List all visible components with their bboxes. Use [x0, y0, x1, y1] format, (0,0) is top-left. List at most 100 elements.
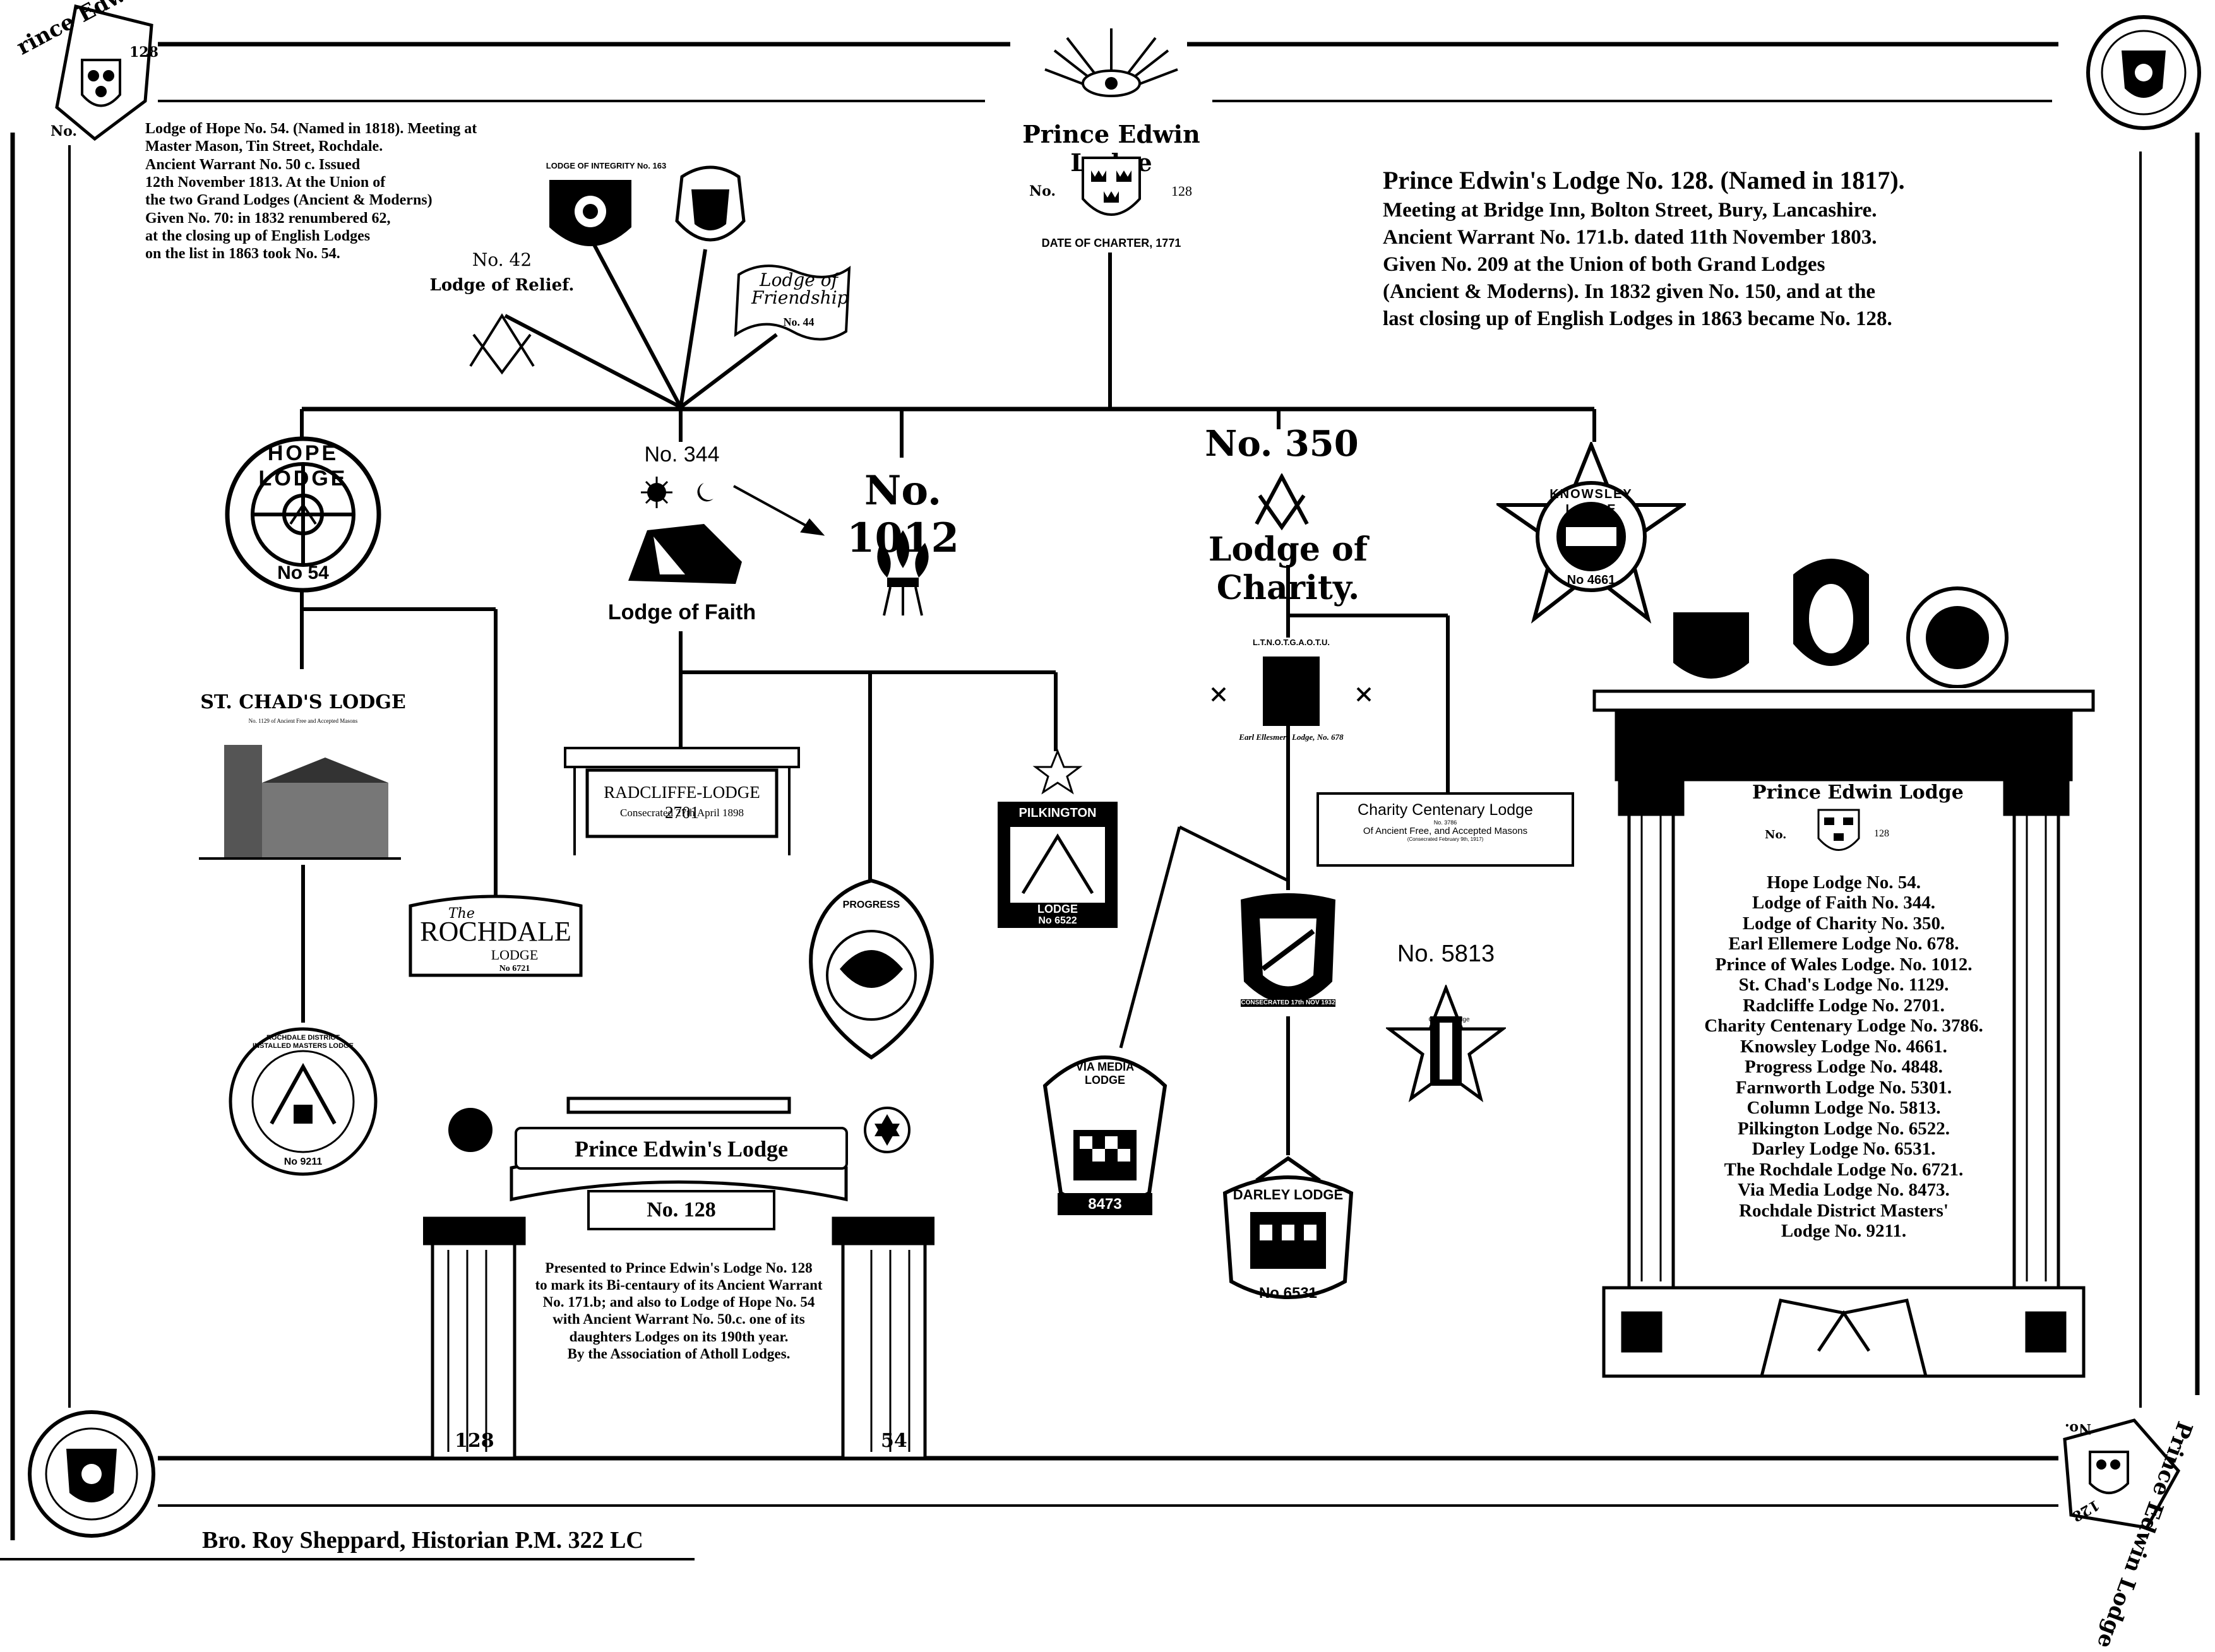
- plaque-right-column-number: 54: [881, 1430, 907, 1452]
- lodge-list-item: Lodge No. 9211.: [1781, 1220, 1907, 1241]
- district-masters-roundel-icon: [229, 1027, 378, 1176]
- radcliffe-name: RADCLIFFE-LODGE 2701: [604, 783, 760, 822]
- farnworth-consecrated: CONSECRATED 17th NOV 1932: [1241, 999, 1335, 1007]
- badge-icon: [675, 165, 746, 242]
- centenary-number: No. 3786: [1433, 819, 1457, 826]
- ellesmere-emblem-icon: [1211, 657, 1371, 726]
- rochdale-plaque-icon: [409, 894, 583, 977]
- corner-seal-no: No.: [2065, 1420, 2092, 1437]
- rdiml-text: ROCHDALE DISTRICT INSTALLED MASTERS LODG…: [253, 1034, 354, 1050]
- hope-lodge-emblem: HOPE LODGE No 54: [221, 436, 385, 593]
- lodge-list-item: Progress Lodge No. 4848.: [1745, 1057, 1943, 1078]
- centenary-consecrated: (Consecrated February 9th, 1917): [1407, 836, 1484, 842]
- integrity-shield-icon: [549, 180, 631, 246]
- prince-history-line: Given No. 209 at the Union of both Grand…: [1383, 253, 1825, 276]
- plaque-line: with Ancient Warrant No. 50.c. one of it…: [552, 1311, 805, 1328]
- prince-of-wales-emblem: No. 1012: [808, 467, 998, 625]
- prince-history-line: Prince Edwin's Lodge No. 128. (Named in …: [1383, 166, 1905, 194]
- star-badge-icon: [1493, 439, 1689, 624]
- right-panel-num: 128: [1874, 828, 1889, 839]
- st-chads-name: ST. CHAD'S LODGE: [200, 691, 406, 713]
- farnworth-shield-icon: [1241, 893, 1335, 1004]
- relief-number: No. 42: [472, 249, 532, 270]
- lodge-list-item: Prince of Wales Lodge. No. 1012.: [1715, 954, 1973, 975]
- friendship-number: No. 44: [783, 316, 815, 328]
- earl-ellesmere-lodge-emblem: L.T.N.O.T.G.A.O.T.U. Earl Ellesmere Lodg…: [1200, 638, 1383, 751]
- farnworth-lodge-emblem: CONSECRATED 17th NOV 1932: [1228, 887, 1348, 1026]
- sun-moon-altar-icon: [628, 477, 742, 584]
- lodge-list-item: Rochdale District Masters': [1739, 1200, 1949, 1221]
- rochdale-name: ROCHDALE: [420, 916, 571, 947]
- pilkington-name: PILKINGTON: [1018, 806, 1097, 820]
- corner-seal-bottom-right: Prince Edwin Lodge No. 128: [2052, 1401, 2215, 1652]
- plaque-line: daughters Lodges on its 190th year.: [569, 1328, 789, 1345]
- progress-name: PROGRESS: [842, 900, 900, 910]
- plaque-line: No. 171.b; and also to Lodge of Hope No.…: [542, 1294, 815, 1310]
- lodge-list-item: The Rochdale Lodge No. 6721.: [1724, 1159, 1964, 1180]
- top-emblem-no: No.: [1029, 183, 1056, 199]
- darley-badge-icon: [1222, 1156, 1354, 1299]
- top-emblem-charter: DATE OF CHARTER, 1771: [1041, 237, 1181, 249]
- lodge-tree-lines: [0, 42, 2200, 1560]
- integrity-label: LODGE OF INTEGRITY No. 163: [546, 161, 667, 170]
- centenary-name: Charity Centenary Lodge: [1358, 801, 1533, 819]
- lodge-of-integrity-emblem: LODGE OF INTEGRITY No. 163: [530, 161, 666, 262]
- lodge-list-item: Farnworth Lodge No. 5301.: [1735, 1077, 1952, 1098]
- lodge-list-item: Darley Lodge No. 6531.: [1752, 1139, 1936, 1160]
- corner-seal-top-right: [2084, 13, 2204, 133]
- three-crowns-shield-icon: [1817, 809, 1860, 851]
- knowsley-name: KNOWSLEY LODGE: [1549, 487, 1633, 516]
- grand-lodge-seal-icon: [28, 1410, 155, 1538]
- right-panel-title: Prince Edwin Lodge: [1752, 781, 1964, 804]
- column-number: No. 5813: [1397, 941, 1495, 967]
- rdiml-number: No 9211: [284, 1156, 323, 1167]
- friendship-emblem: Lodge of Friendship No. 44: [726, 256, 859, 350]
- square-compasses-icon: [469, 313, 535, 375]
- daughter-lodges-list: Hope Lodge No. 54. Lodge of Faith No. 34…: [1686, 872, 2002, 1241]
- right-panel-no: No.: [1765, 828, 1787, 841]
- column-star-icon: [1386, 985, 1506, 1103]
- corner-seal-num: 128: [129, 44, 158, 61]
- right-panel-frame: Prince Edwin Lodge No. 128 Hope Lodge No…: [1591, 688, 2096, 1389]
- seal-icon: [2063, 1418, 2181, 1530]
- lodge-list-item: Knowsley Lodge No. 4661.: [1740, 1036, 1947, 1057]
- progress-lodge-emblem: PROGRESS: [802, 874, 941, 1064]
- charity-name: Lodge of Charity.: [1208, 530, 1368, 607]
- hope-history-line: Lodge of Hope No. 54. (Named in 1818). M…: [145, 121, 477, 137]
- prince-edwin-history: Prince Edwin's Lodge No. 128. (Named in …: [1383, 164, 1905, 332]
- lodge-list-item: Lodge of Faith No. 344.: [1752, 893, 1935, 913]
- plaque-title-box: Prince Edwin's Lodge: [515, 1127, 848, 1170]
- grand-lodge-seal-icon: [2086, 15, 2201, 130]
- pilkington-number: No 6522: [1038, 915, 1077, 926]
- st-chads-lodge-emblem: ST. CHAD'S LODGE No. 1129 of Ancient Fre…: [189, 691, 417, 874]
- hope-lodge-history: Lodge of Hope No. 54. (Named in 1818). M…: [145, 120, 477, 263]
- pillars-arch-icon: [423, 1096, 934, 1458]
- corner-seal-no: No.: [51, 123, 78, 140]
- plaque-line: Presented to Prince Edwin's Lodge No. 12…: [545, 1260, 813, 1276]
- square-compasses-icon: [1255, 473, 1309, 530]
- plaque-line: By the Association of Atholl Lodges.: [567, 1345, 791, 1362]
- ellesmere-name: Earl Ellesmere Lodge, No. 678: [1239, 732, 1344, 742]
- rochdale-lodge-emblem: The ROCHDALE LODGE No 6721: [404, 881, 587, 982]
- lodge-list-item: Charity Centenary Lodge No. 3786.: [1704, 1016, 1983, 1037]
- via-media-name: VIA MEDIA LODGE: [1075, 1061, 1135, 1087]
- centenary-subtitle: Of Ancient Free, and Accepted Masons: [1363, 826, 1528, 836]
- temple-pillars-icon: [1592, 689, 2095, 1378]
- prince-history-line: (Ancient & Moderns). In 1832 given No. 1…: [1383, 280, 1876, 303]
- hope-history-line: on the list in 1863 took No. 54.: [145, 246, 340, 263]
- corner-seal-top-left: rince Edwin Lodge No. 128: [0, 0, 222, 145]
- presentation-plaque: Prince Edwin's Lodge No. 128 Presented t…: [423, 1073, 934, 1458]
- lodge-list-item: Radcliffe Lodge No. 2701.: [1743, 995, 1945, 1016]
- footer-credit: Bro. Roy Sheppard, Historian P.M. 322 LC: [202, 1527, 643, 1554]
- atholl-emblem: [669, 164, 751, 253]
- hope-history-line: Given No. 70: in 1832 renumbered 62,: [145, 210, 391, 227]
- prince-of-wales-feathers-icon: [877, 530, 929, 616]
- plaque-inscription: Presented to Prince Edwin's Lodge No. 12…: [505, 1259, 852, 1362]
- pilkington-lodge-emblem: PILKINGTON LODGE No 6522: [985, 748, 1130, 931]
- via-media-badge-icon: [1042, 1055, 1167, 1215]
- scroll-banner-icon: [734, 264, 851, 341]
- progress-badge-icon: [809, 878, 934, 1060]
- rochdale-the: The: [448, 906, 475, 922]
- lodge-list-item: St. Chad's Lodge No. 1129.: [1738, 975, 1949, 995]
- rochdale-lodge: LODGE: [491, 947, 539, 963]
